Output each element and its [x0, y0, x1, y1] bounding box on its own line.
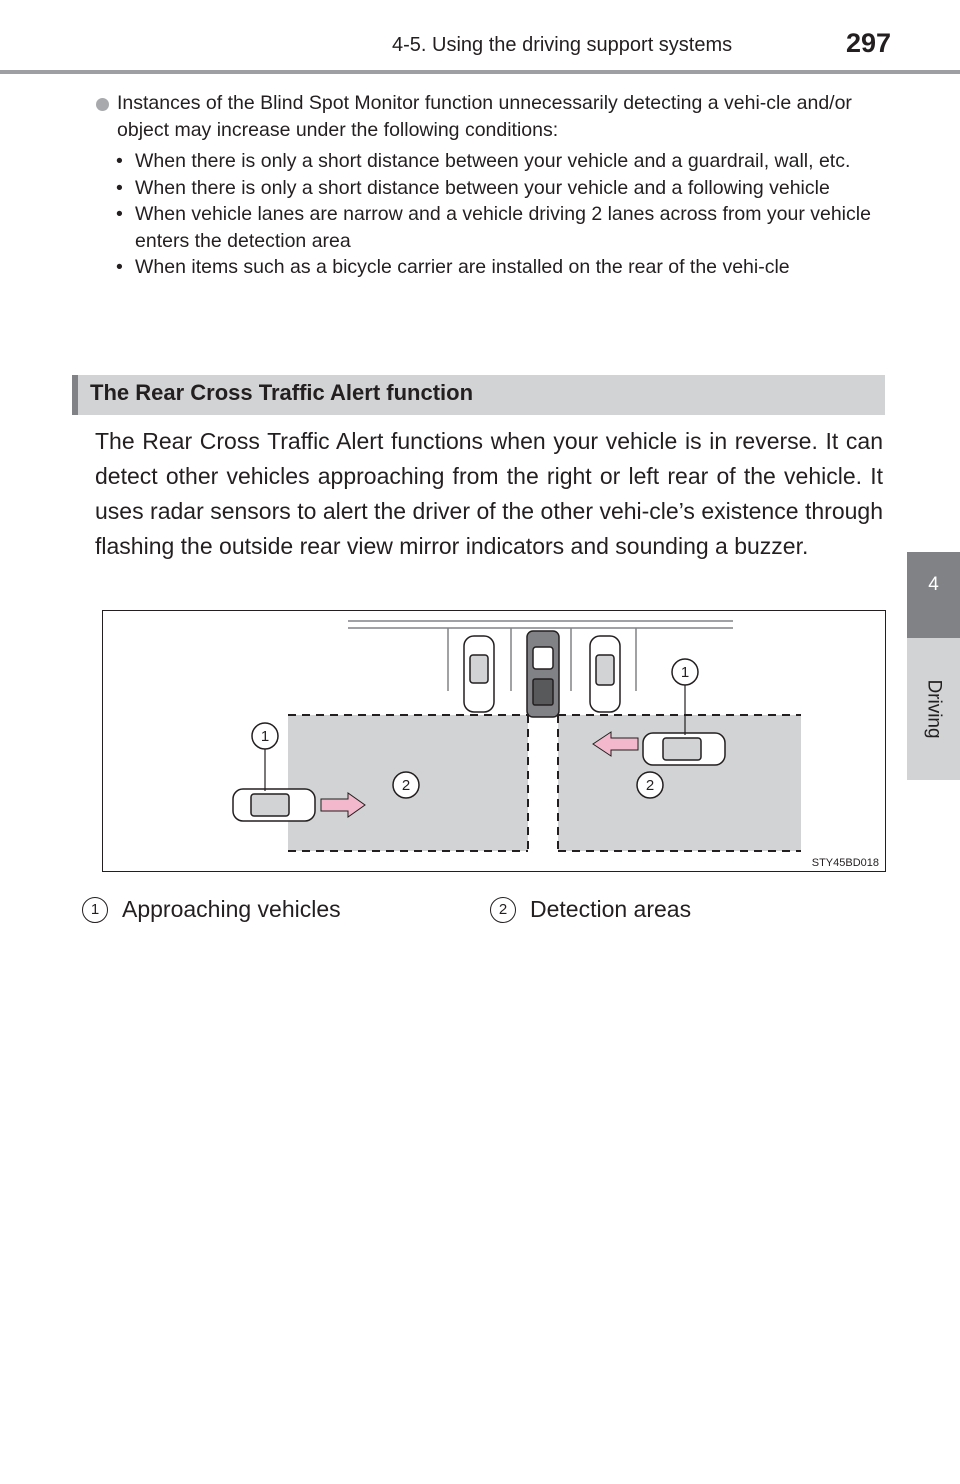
body-paragraph: The Rear Cross Traffic Alert functions w…: [95, 428, 883, 559]
chapter-tab-number: 4: [907, 552, 960, 638]
bullet-text: Instances of the Blind Spot Monitor func…: [117, 92, 852, 141]
list-item: •When items such as a bicycle carrier ar…: [116, 256, 790, 278]
chapter-tab-label: Driving: [907, 638, 960, 780]
header-divider: [0, 70, 960, 74]
callout-circle: [251, 722, 279, 750]
callout-circle: [392, 771, 420, 799]
condition-list: •When there is only a short distance bet…: [114, 148, 884, 281]
bullet-dot-icon: [96, 98, 109, 111]
arrow-left-icon: [592, 731, 639, 757]
page-number: 297: [846, 28, 892, 58]
bullet-paragraph: Instances of the Blind Spot Monitor func…: [96, 90, 886, 144]
callout-circle: [671, 658, 699, 686]
callout-label: 2: [402, 777, 410, 794]
section-heading-text: The Rear Cross Traffic Alert function: [90, 380, 474, 405]
legend-item: 2 Detection areas: [490, 896, 691, 923]
section-title: 4-5. Using the driving support systems: [392, 34, 733, 56]
section-heading-bar: [72, 375, 78, 415]
parking-diagram: 1 1 2 2: [232, 620, 801, 852]
approaching-car-left: [232, 788, 316, 822]
approaching-car-right: [642, 732, 726, 766]
legend-item: 1 Approaching vehicles: [82, 896, 341, 923]
callout-label: 1: [681, 664, 689, 681]
illustration-rcta: 1 1 2 2 STY45BD018: [102, 610, 886, 872]
list-item: •When vehicle lanes are narrow and a veh…: [116, 203, 871, 252]
chapter-tab-text: Driving: [923, 679, 945, 739]
callout-label: 2: [646, 777, 654, 794]
section-heading: The Rear Cross Traffic Alert function: [72, 375, 885, 415]
callout-circle: [636, 771, 664, 799]
legend-label: Detection areas: [530, 896, 692, 922]
list-item: •When there is only a short distance bet…: [116, 150, 851, 172]
callout-label: 1: [261, 728, 269, 745]
arrow-right-icon: [320, 792, 366, 818]
legend-label: Approaching vehicles: [122, 896, 341, 922]
figure-code: STY45BD018: [811, 857, 879, 869]
legend-number: 1: [82, 896, 108, 923]
list-item: •When there is only a short distance bet…: [116, 176, 830, 199]
legend-number: 2: [490, 896, 516, 923]
